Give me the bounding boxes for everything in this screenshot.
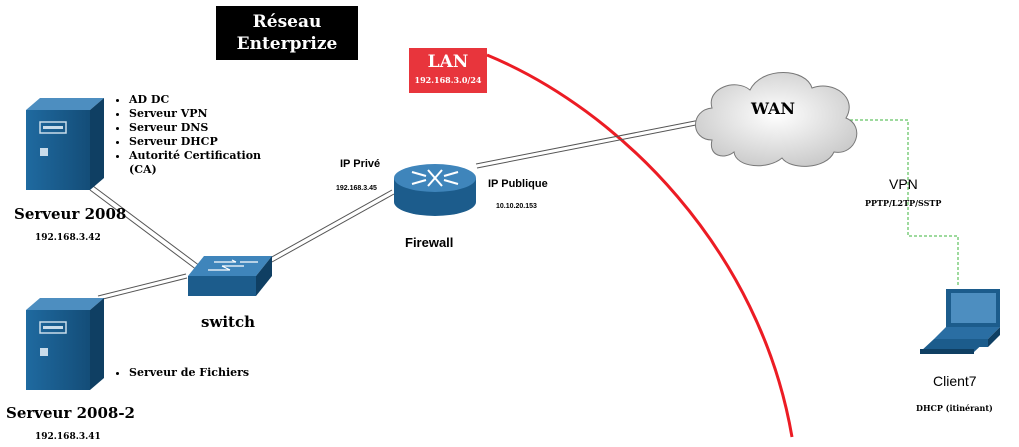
vpn-link [845, 119, 959, 285]
server1-role: Serveur DNS [129, 121, 285, 135]
wan-cloud-icon [695, 72, 858, 167]
firewall-public-label: IP Publique [488, 178, 548, 190]
lan-subnet: 192.168.3.0/24 [414, 75, 482, 85]
server1-ip: 192.168.3.42 [35, 233, 101, 243]
server2-icon [26, 298, 104, 390]
title-line-1: Réseau [252, 12, 322, 32]
wan-label: WAN [751, 99, 795, 118]
firewall-private-ip: 192.168.3.45 [336, 185, 377, 190]
firewall-label: Firewall [405, 235, 454, 250]
server2-roles: Serveur de Fichiers [115, 366, 285, 380]
link-server1-switch [89, 185, 201, 271]
server1-role: AD DC [129, 93, 285, 107]
title-line-2: Enterprize [236, 34, 338, 54]
server1-role: Autorité Certification (CA) [129, 149, 285, 177]
lan-boundary-line [486, 53, 794, 438]
server1-name: Serveur 2008 [14, 205, 127, 223]
server2-role: Serveur de Fichiers [129, 366, 285, 380]
link-firewall-wan [475, 119, 702, 169]
server1-roles: AD DC Serveur VPN Serveur DNS Serveur DH… [115, 93, 285, 177]
firewall-private-label: IP Privé [340, 158, 381, 170]
server1-icon [26, 98, 104, 190]
lan-label-box: LAN 192.168.3.0/24 [409, 48, 487, 93]
laptop-icon [920, 289, 1000, 354]
lan-label: LAN [427, 52, 469, 72]
firewall-icon [394, 164, 476, 216]
client-name: Client7 [933, 373, 977, 389]
client-dhcp-note: DHCP (itinérant) [916, 403, 993, 413]
vpn-label: VPN [889, 176, 918, 192]
server1-role: Serveur VPN [129, 107, 285, 121]
server2-ip: 192.168.3.41 [35, 432, 101, 442]
link-switch-firewall [269, 189, 395, 263]
firewall-public-ip: 10.10.20.153 [496, 203, 537, 208]
switch-label: switch [201, 313, 256, 331]
diagram-title: Réseau Enterprize [216, 6, 358, 60]
switch-icon [188, 256, 272, 296]
vpn-protocols: PPTP/L2TP/SSTP [865, 198, 942, 208]
server1-role: Serveur DHCP [129, 135, 285, 149]
server2-name: Serveur 2008-2 [6, 404, 135, 422]
link-server2-switch [97, 273, 188, 301]
